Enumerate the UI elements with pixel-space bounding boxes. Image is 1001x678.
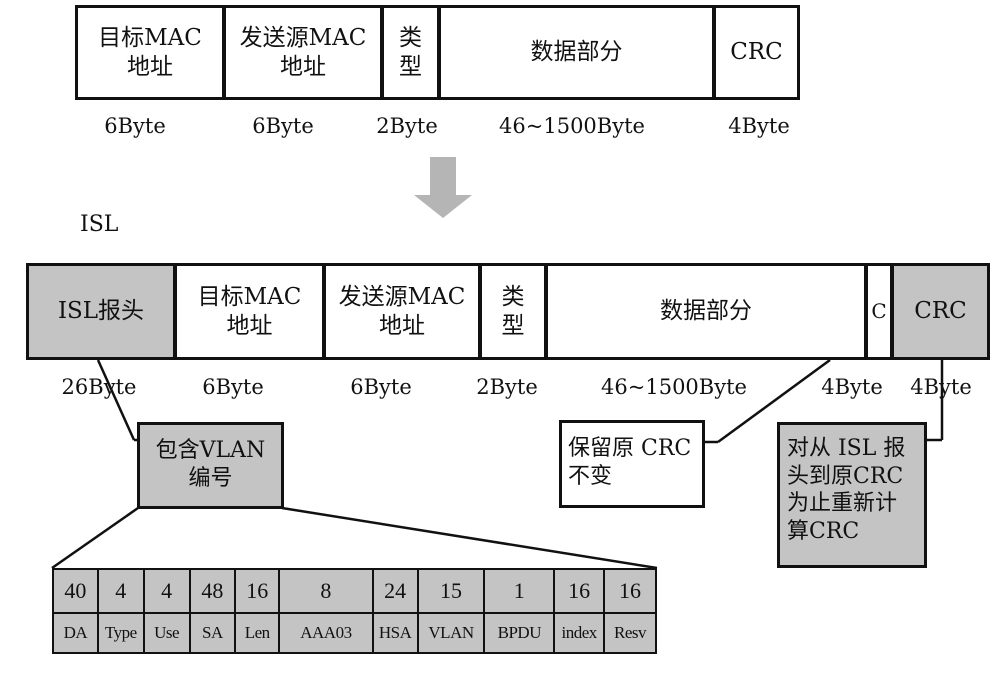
keep-crc-callout: 保留原 CRC 不变 — [559, 420, 705, 508]
eth-crc-size: 4Byte — [728, 114, 790, 138]
eth-data-field: 数据部分 — [438, 5, 715, 100]
isl-data-field: 数据部分 — [545, 263, 867, 360]
eth-type-field: 类 型 — [381, 5, 440, 100]
index-bits: 16 — [553, 568, 606, 614]
use-field: Use — [142, 612, 191, 654]
vlan-callout: 包含VLAN 编号 — [137, 422, 284, 509]
eth-src-mac-size: 6Byte — [252, 114, 314, 138]
isl-header-size: 26Byte — [61, 375, 137, 399]
isl-header-field: ISL报头 — [26, 263, 176, 360]
isl-type-field: 类 型 — [479, 263, 547, 360]
vlan-bits: 15 — [416, 568, 486, 614]
len-bits: 16 — [234, 568, 281, 614]
isl-dst-mac-field: 目标MAC 地址 — [174, 263, 325, 360]
isl-header-detail-table: 40 4 4 48 16 8 24 15 1 16 16 DA Type Use… — [52, 568, 657, 654]
isl-data-size: 46~1500Byte — [601, 375, 747, 399]
type-bits: 4 — [96, 568, 145, 614]
aaa03-field: AAA03 — [278, 612, 374, 654]
use-bits: 4 — [142, 568, 191, 614]
da-field: DA — [52, 612, 99, 654]
vlan-field: VLAN — [416, 612, 486, 654]
hsa-field: HSA — [371, 612, 419, 654]
isl-new-crc-field: CRC — [891, 263, 990, 360]
bpdu-bits: 1 — [483, 568, 556, 614]
eth-src-mac-field: 发送源MAC 地址 — [223, 5, 383, 100]
table-fan-right — [281, 506, 658, 570]
type-field: Type — [96, 612, 145, 654]
new-crc-callout: 对从 ISL 报 头到原CRC 为止重新计 算CRC — [777, 422, 927, 568]
isl-src-mac-size: 6Byte — [350, 375, 412, 399]
eth-dst-mac-size: 6Byte — [104, 114, 166, 138]
eth-dst-mac-field: 目标MAC 地址 — [75, 5, 225, 100]
isl-header-connector — [96, 359, 136, 441]
eth-type-size: 2Byte — [376, 114, 438, 138]
hsa-bits: 24 — [371, 568, 419, 614]
len-field: Len — [234, 612, 281, 654]
eth-data-size: 46~1500Byte — [499, 114, 645, 138]
isl-dst-mac-size: 6Byte — [202, 375, 264, 399]
aaa03-bits: 8 — [278, 568, 374, 614]
table-fan-left — [51, 506, 139, 570]
resv-field: Resv — [603, 612, 657, 654]
down-arrow-icon — [414, 157, 472, 218]
bit-length-row: 40 4 4 48 16 8 24 15 1 16 16 — [52, 568, 657, 614]
index-field: index — [553, 612, 606, 654]
sa-field: SA — [188, 612, 237, 654]
resv-bits: 16 — [603, 568, 657, 614]
sa-bits: 48 — [188, 568, 237, 614]
isl-orig-crc-field: C — [865, 263, 893, 360]
isl-title: ISL — [80, 212, 119, 237]
da-bits: 40 — [52, 568, 99, 614]
isl-src-mac-field: 发送源MAC 地址 — [323, 263, 481, 360]
isl-orig-crc-size: 4Byte — [821, 375, 883, 399]
bpdu-field: BPDU — [483, 612, 556, 654]
isl-type-size: 2Byte — [476, 375, 538, 399]
isl-new-crc-size: 4Byte — [910, 375, 972, 399]
eth-crc-field: CRC — [713, 5, 800, 100]
keep-crc-connector-diag — [717, 358, 831, 444]
field-name-row: DA Type Use SA Len AAA03 HSA VLAN BPDU i… — [52, 612, 657, 654]
